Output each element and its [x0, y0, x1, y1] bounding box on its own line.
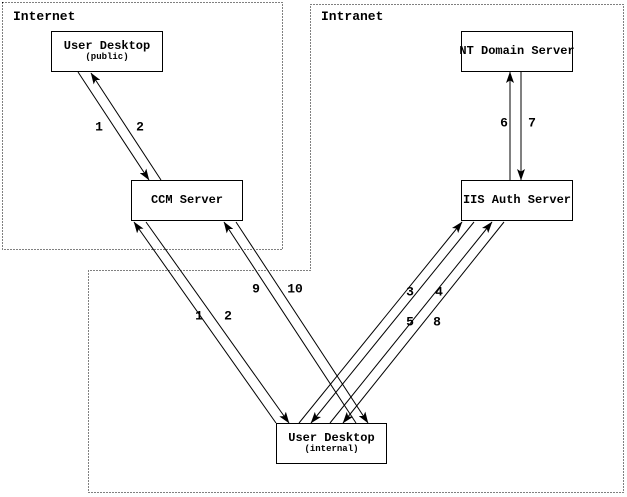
- intranet-zone-label: Intranet: [321, 9, 384, 24]
- edge-label-6: 6: [500, 115, 508, 131]
- internet-zone-border: [2, 2, 283, 250]
- node-sublabel: (internal): [304, 444, 359, 455]
- edge-label-5: 5: [406, 314, 414, 330]
- edge-8-iis-to-internal-desktop: [342, 221, 505, 424]
- node-sublabel: (public): [85, 52, 129, 63]
- edge-2-ccm-to-public-desktop: [90, 72, 162, 181]
- node-label: IIS Auth Server: [462, 192, 572, 207]
- node-nt-domain-server: NT Domain Server: [459, 31, 575, 72]
- edge-label-7: 7: [528, 115, 536, 131]
- edge-4-iis-to-internal-desktop: [310, 221, 475, 424]
- edge-label-9: 9: [252, 281, 260, 297]
- edge-3-internal-desktop-to-iis: [298, 221, 463, 424]
- edge-5-internal-desktop-to-iis: [329, 221, 493, 424]
- edge-1-internal-desktop-to-ccm: [133, 221, 277, 424]
- node-label: User Desktop: [288, 430, 375, 445]
- edge-label-3: 3: [406, 284, 414, 300]
- edge-label-8: 8: [433, 314, 441, 330]
- edge-label-10: 10: [287, 281, 303, 297]
- edge-label-1-internal: 1: [195, 308, 203, 324]
- edge-label-2-public: 2: [136, 119, 144, 135]
- node-user-desktop-public: User Desktop (public): [51, 31, 163, 72]
- edge-label-4: 4: [435, 284, 443, 300]
- edge-label-2-internal: 2: [224, 308, 232, 324]
- node-iis-auth-server: IIS Auth Server: [461, 180, 573, 221]
- node-label: CCM Server: [150, 192, 223, 207]
- intranet-zone-border: [88, 4, 624, 493]
- edge-label-1-public: 1: [95, 119, 103, 135]
- edge-1-public-desktop-to-ccm: [77, 71, 150, 181]
- internet-zone-label: Internet: [13, 9, 76, 24]
- node-label: NT Domain Server: [459, 43, 575, 58]
- edge-10-ccm-to-internal-desktop: [235, 221, 369, 424]
- node-ccm-server: CCM Server: [131, 180, 243, 221]
- edge-9-internal-desktop-to-ccm: [223, 221, 357, 424]
- node-user-desktop-internal: User Desktop (internal): [276, 423, 387, 464]
- node-label: User Desktop: [63, 38, 151, 53]
- edge-2-ccm-to-internal-desktop: [145, 221, 290, 424]
